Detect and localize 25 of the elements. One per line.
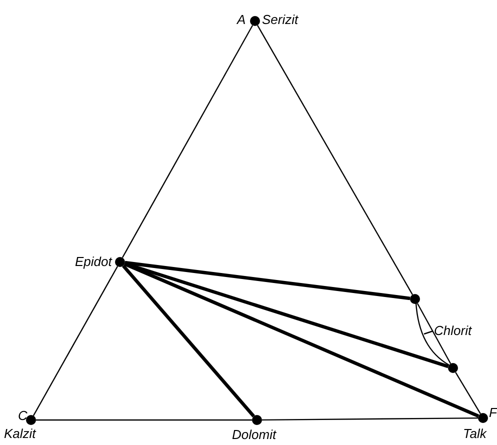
- tie-line: [455, 372, 481, 414]
- tie-line: [36, 419, 252, 421]
- point-label: Kalzit: [4, 427, 36, 441]
- tie-line: [262, 417, 478, 421]
- tie-line: [124, 262, 480, 418]
- point-label: Dolomit: [232, 428, 276, 442]
- point-marker: [448, 363, 458, 373]
- tie-line: [256, 25, 414, 295]
- node-label: Chlorit: [434, 324, 472, 338]
- tie-line: [32, 266, 118, 416]
- tie-line: [124, 260, 410, 300]
- tie-line: [122, 25, 254, 258]
- point-label: A: [237, 13, 246, 27]
- point-label: Serizit: [262, 13, 298, 27]
- point-marker: [115, 257, 125, 267]
- leader-line: [424, 330, 434, 335]
- point-marker: [250, 16, 260, 26]
- tie-line: [122, 264, 255, 418]
- point-marker: [26, 415, 36, 425]
- point-label: C: [18, 409, 28, 423]
- point-marker: [410, 294, 420, 304]
- point-marker: [478, 413, 488, 423]
- point-label: Talk: [463, 427, 486, 441]
- point-marker: [252, 415, 262, 425]
- point-label: Epidot: [75, 255, 112, 269]
